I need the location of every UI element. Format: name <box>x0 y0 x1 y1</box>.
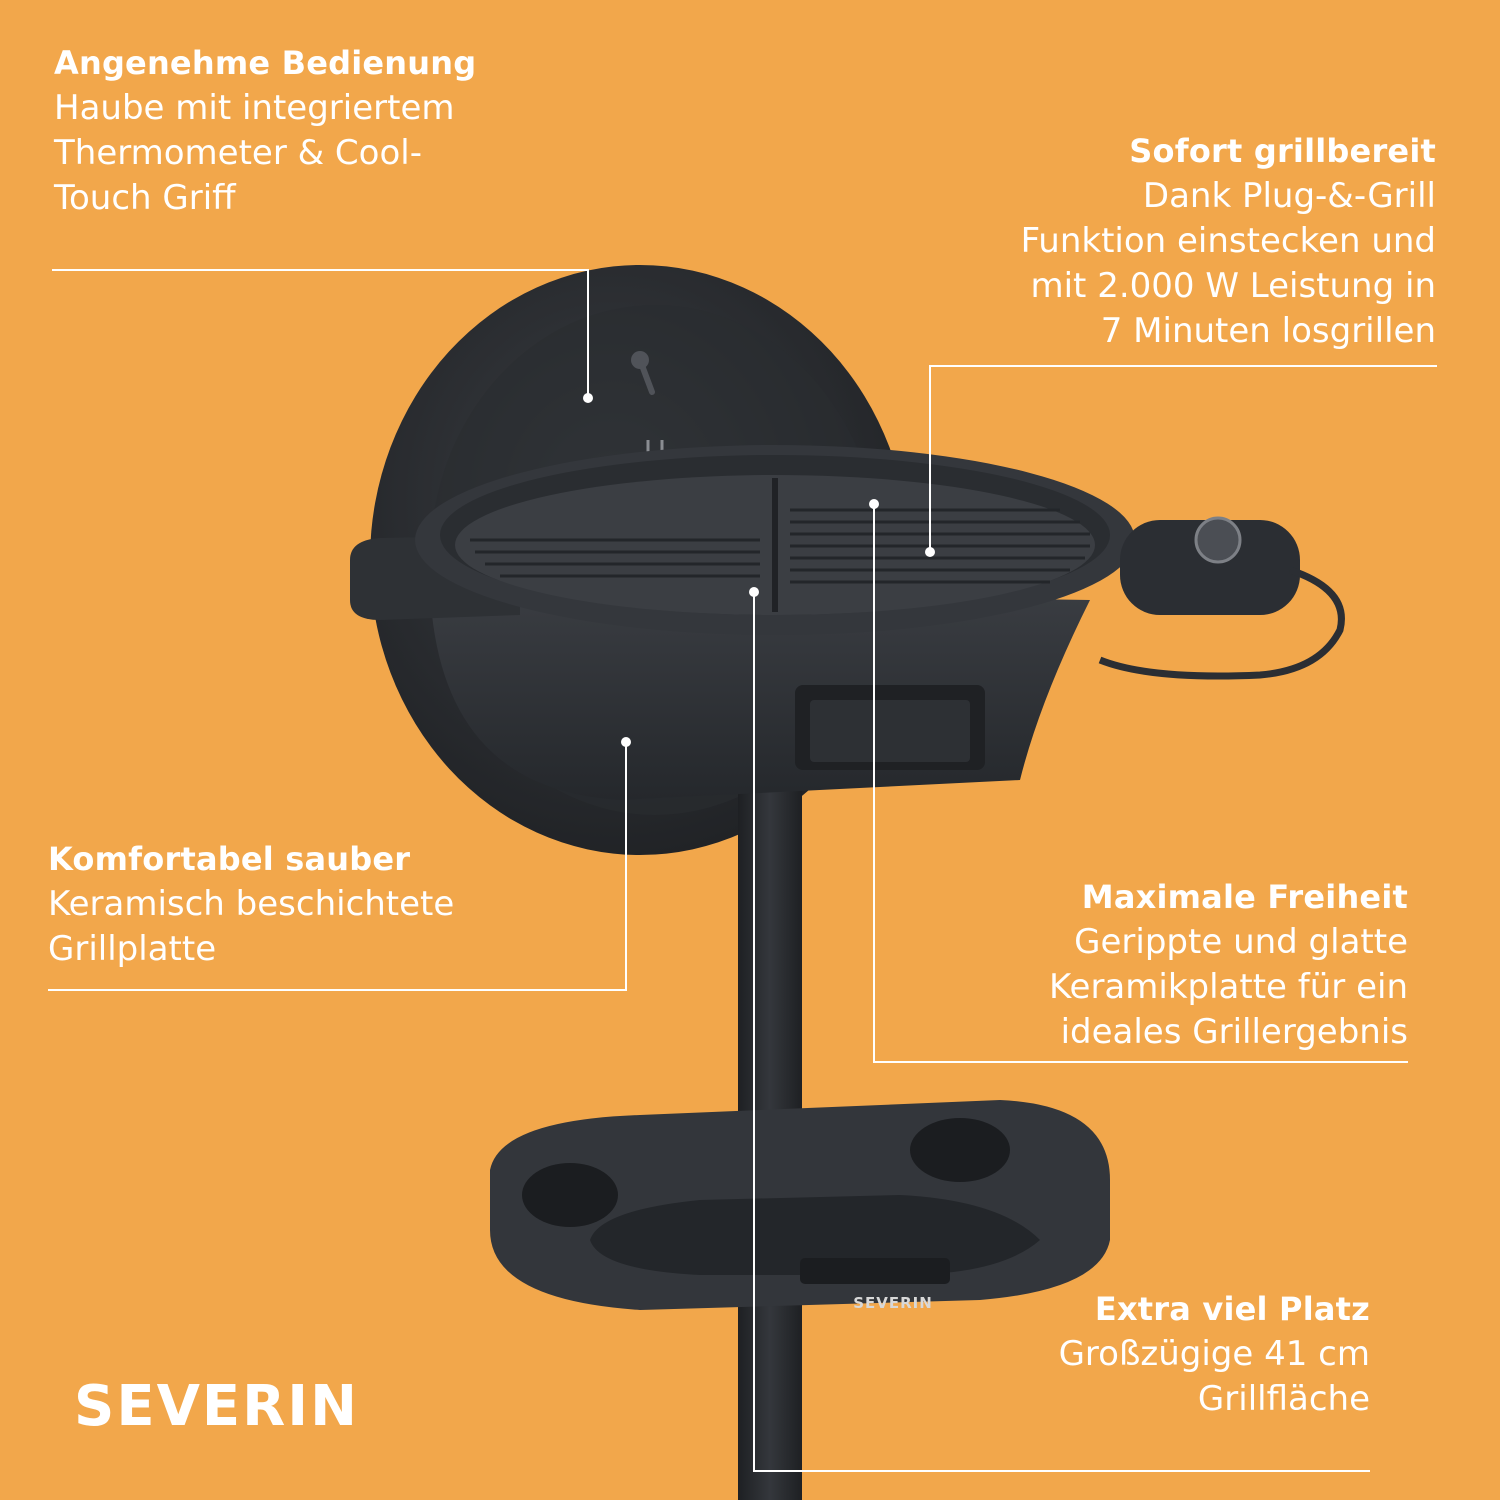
callout-line-3 <box>48 742 627 991</box>
callout-dot-5 <box>749 587 759 597</box>
feature-title: Maximale Freiheit <box>1081 878 1408 916</box>
feature-text: Gerippte und glatte Keramikplatte für ei… <box>1048 922 1408 1052</box>
feature-title: Extra viel Platz <box>1094 1290 1370 1328</box>
feature-title: Komfortabel sauber <box>48 840 411 878</box>
feature-easy-clean: Komfortabel sauber Keramisch beschichtet… <box>48 840 568 972</box>
thermostat-control <box>1120 520 1300 615</box>
product-logo: SEVERIN <box>853 1294 933 1312</box>
feature-extra-space: Extra viel Platz Großzügige 41 cm Grillf… <box>850 1290 1370 1422</box>
grill-pole <box>738 700 802 1500</box>
callout-line-4 <box>873 504 1408 1063</box>
feature-comfortable-operation: Angenehme Bedienung Haube mit integriert… <box>54 44 574 221</box>
brand-logo: SEVERIN <box>74 1374 360 1439</box>
feature-text: Dank Plug-&-Grill Funktion einstecken un… <box>1020 176 1436 351</box>
callout-dot-4 <box>869 499 879 509</box>
feature-text: Keramisch beschichtete Grillplatte <box>48 884 455 969</box>
power-cable <box>1098 566 1345 680</box>
feature-text: Haube mit integriertem Thermometer & Coo… <box>54 88 455 218</box>
feature-title: Angenehme Bedienung <box>54 44 477 82</box>
feature-maximum-freedom: Maximale Freiheit Gerippte und glatte Ke… <box>888 878 1408 1055</box>
callout-line-2 <box>929 365 1437 552</box>
callout-line-1 <box>52 269 589 398</box>
feature-instant-ready: Sofort grillbereit Dank Plug-&-Grill Fun… <box>916 132 1436 354</box>
feature-text: Großzügige 41 cm Grillfläche <box>1058 1334 1370 1419</box>
callout-dot-1 <box>583 393 593 403</box>
feature-title: Sofort grillbereit <box>1129 132 1436 170</box>
callout-dot-2 <box>925 547 935 557</box>
thermostat-dial-icon <box>1194 516 1242 564</box>
callout-dot-3 <box>621 737 631 747</box>
callout-line-5 <box>753 592 1370 1472</box>
